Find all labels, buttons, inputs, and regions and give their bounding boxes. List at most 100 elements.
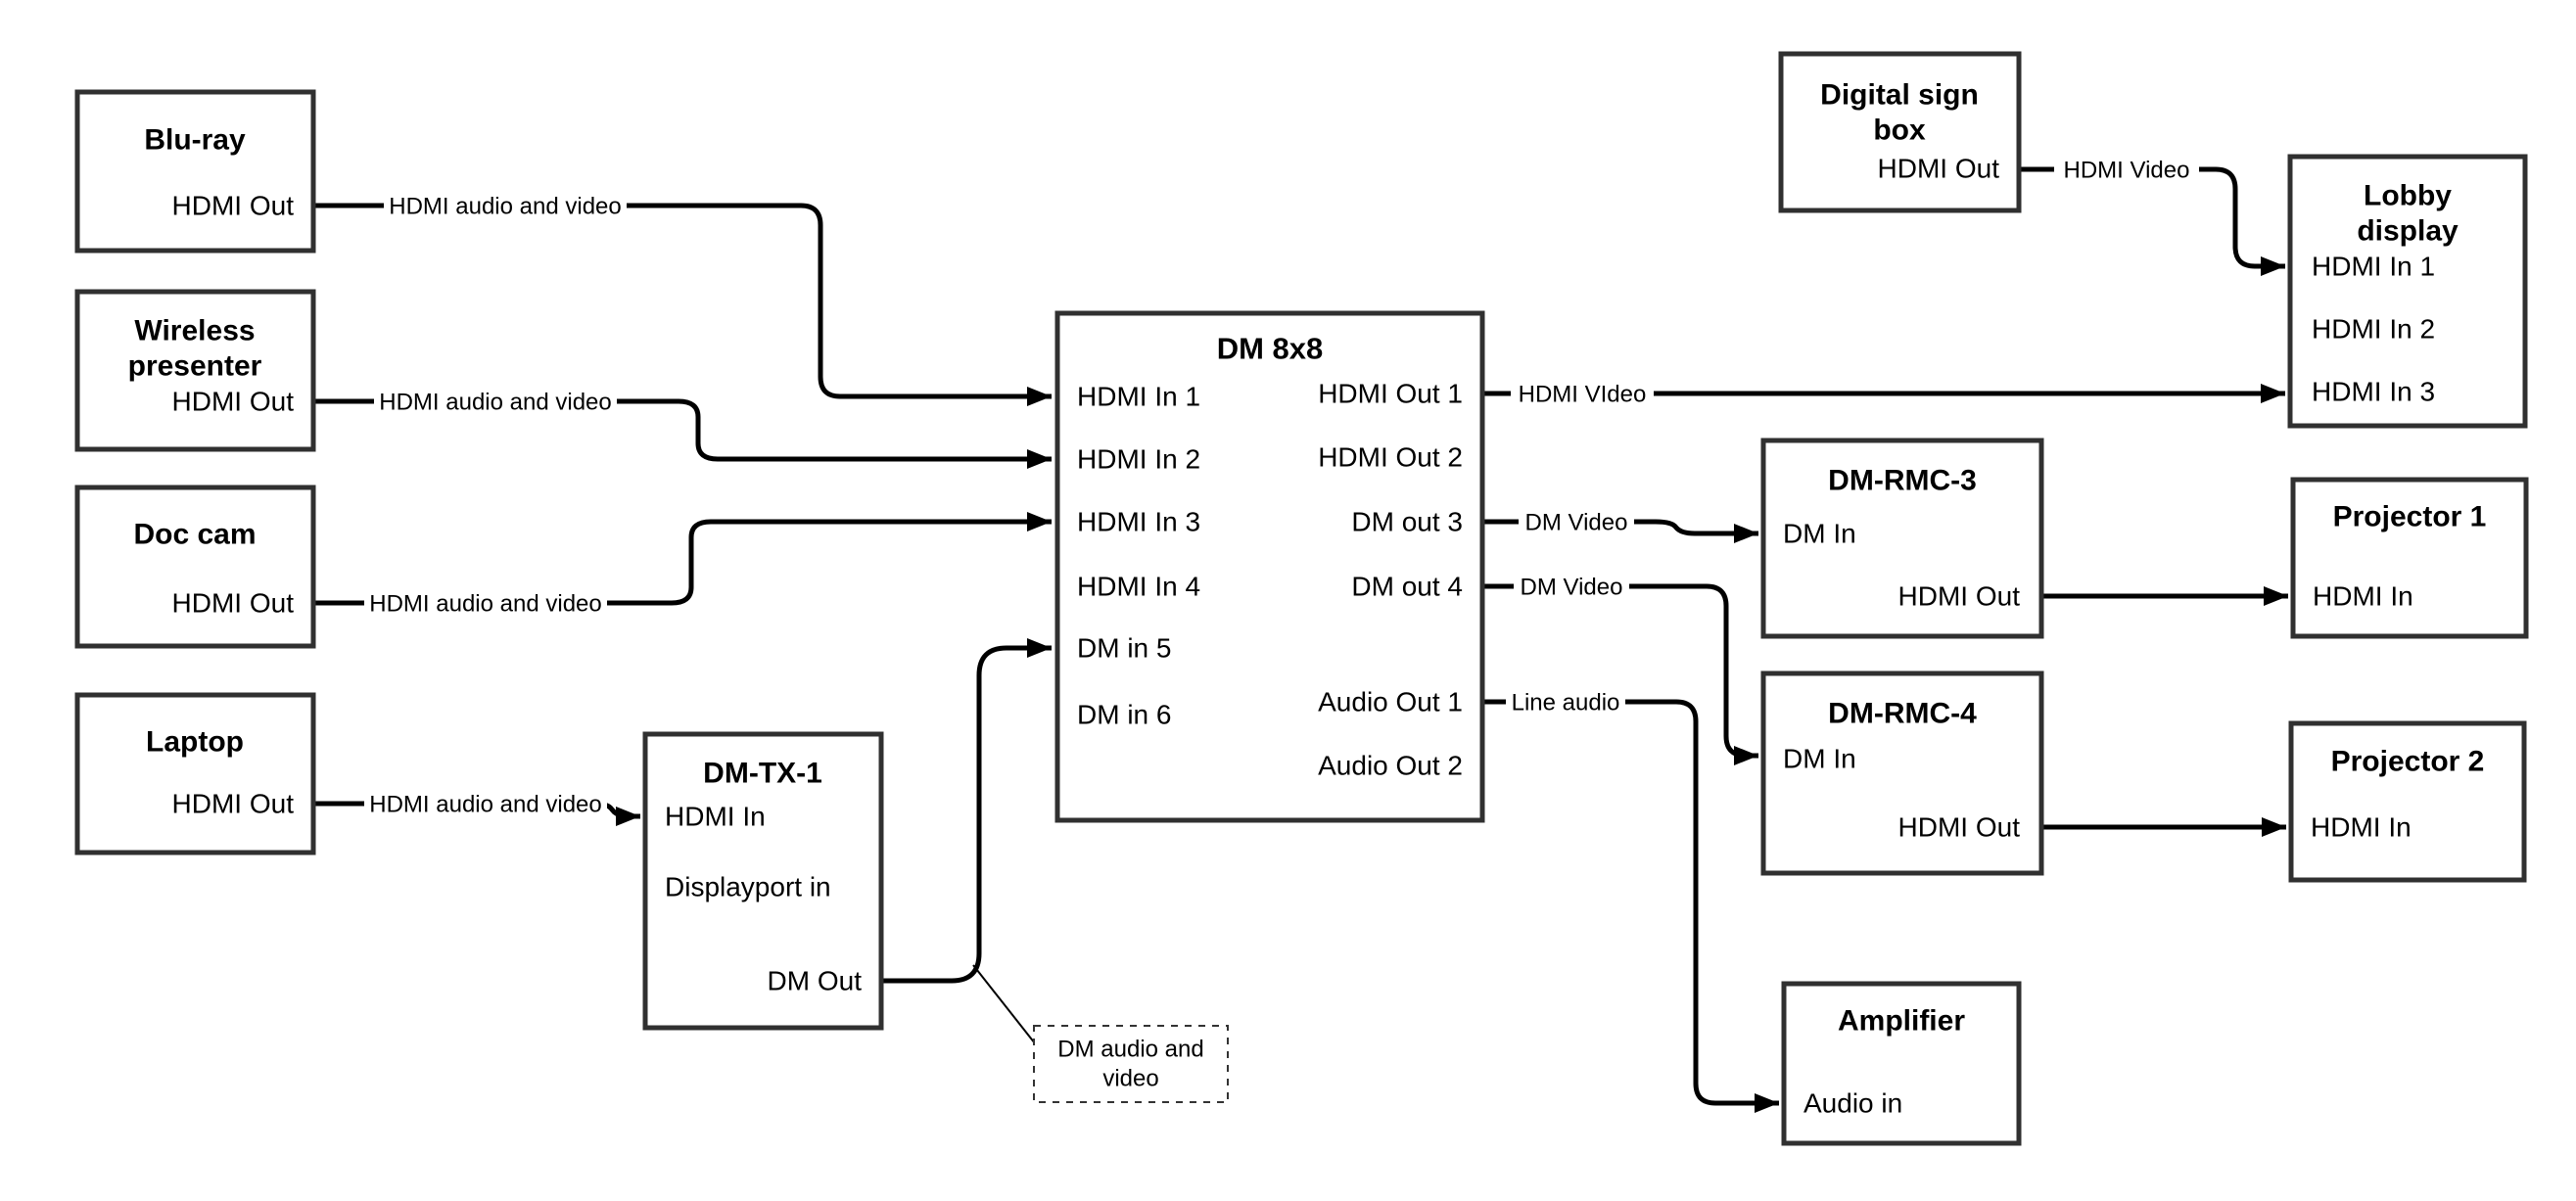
port-hdmi-in-2: HDMI In 2 <box>1077 444 1200 475</box>
node-title-line2: box <box>1873 115 1926 147</box>
port-hdmi-out: HDMI Out <box>1898 581 2021 612</box>
node-dm-8x8-box <box>1054 310 1485 823</box>
edge-label-dm-video-4: DM Video <box>1521 575 1623 601</box>
note-label-line2: video <box>1102 1066 1158 1092</box>
port-hdmi-out: HDMI Out <box>172 191 295 221</box>
node-title-line1: Wireless <box>134 315 255 347</box>
note-dm-audio-video: DM audio and video <box>1033 1025 1229 1103</box>
node-bluray: Blu-ray HDMI Out <box>74 89 316 254</box>
node-title: Doc cam <box>133 519 256 551</box>
node-title: DM-RMC-4 <box>1828 698 1977 730</box>
edge-label-bg <box>384 189 627 222</box>
edge-label-bg <box>1506 685 1625 718</box>
node-wireless-presenter-box <box>74 289 316 452</box>
node-dm-rmc-4-box <box>1760 670 2044 876</box>
port-audio-in: Audio in <box>1803 1088 1902 1119</box>
edge-wireless-to-dm8x8 <box>313 398 1052 469</box>
node-lobby-display-box <box>2287 154 2528 429</box>
node-title: Projector 1 <box>2333 501 2487 533</box>
node-title: DM-TX-1 <box>703 758 822 790</box>
port-dm-out-4: DM out 4 <box>1351 572 1463 602</box>
node-wireless-presenter: Wireless presenter HDMI Out <box>74 289 316 452</box>
edge-label-bg <box>1514 570 1629 603</box>
port-dm-in-6: DM in 6 <box>1077 700 1171 730</box>
note-dm-audio-video-box <box>1033 1025 1229 1103</box>
edge-label-bg <box>2054 153 2199 186</box>
edge-label-laptop: HDMI audio and video <box>369 792 601 818</box>
port-hdmi-in: HDMI In <box>2313 581 2413 612</box>
port-hdmi-in: HDMI In <box>665 802 766 832</box>
node-doc-cam-box <box>74 485 316 649</box>
node-laptop-box <box>74 692 316 855</box>
port-hdmi-out-1: HDMI Out 1 <box>1318 379 1463 409</box>
node-projector-2-box <box>2288 720 2527 883</box>
port-hdmi-out-2: HDMI Out 2 <box>1318 442 1463 473</box>
node-projector-1-box <box>2290 477 2529 639</box>
port-hdmi-out: HDMI Out <box>172 789 295 819</box>
port-dm-in-5: DM in 5 <box>1077 633 1171 664</box>
edge-labels: HDMI audio and video HDMI audio and vide… <box>364 153 2199 820</box>
node-digital-sign-box-box <box>1778 51 2022 213</box>
port-dm-out-3: DM out 3 <box>1351 507 1463 537</box>
edge-bluray-to-dm8x8 <box>313 203 1052 406</box>
node-dm-rmc-3: DM-RMC-3 DM In HDMI Out <box>1760 438 2044 639</box>
node-amplifier: Amplifier Audio in <box>1781 981 2022 1146</box>
port-dm-out: DM Out <box>768 966 863 996</box>
edge-label-doccam: HDMI audio and video <box>369 591 601 618</box>
node-dm-tx-1-box <box>642 731 884 1031</box>
edge-doccam-to-dm8x8 <box>313 512 1052 606</box>
node-title: DM 8x8 <box>1217 332 1324 366</box>
note-callout-line <box>972 964 1036 1044</box>
port-hdmi-in-3: HDMI In 3 <box>2312 377 2435 407</box>
port-dm-in: DM In <box>1783 744 1856 774</box>
port-hdmi-out: HDMI Out <box>1878 154 2000 184</box>
node-title-line2: display <box>2357 215 2459 248</box>
node-title-line1: Lobby <box>2364 180 2452 212</box>
edge-label-hdmi-video-sign: HDMI Video <box>2064 158 2190 184</box>
node-title-line2: presenter <box>128 350 262 383</box>
edge-dm8x8-to-amplifier <box>1482 699 1779 1113</box>
node-title: Amplifier <box>1838 1005 1965 1038</box>
node-title: Blu-ray <box>144 124 246 157</box>
node-title: Laptop <box>146 726 244 759</box>
edge-label-bluray: HDMI audio and video <box>389 194 621 220</box>
port-dm-in: DM In <box>1783 519 1856 549</box>
port-hdmi-in-1: HDMI In 1 <box>2312 252 2435 282</box>
port-hdmi-out: HDMI Out <box>1898 812 2021 843</box>
port-audio-out-1: Audio Out 1 <box>1318 687 1463 717</box>
port-hdmi-out: HDMI Out <box>172 588 295 619</box>
port-hdmi-in-1: HDMI In 1 <box>1077 382 1200 412</box>
edge-label-bg <box>1511 377 1654 410</box>
port-hdmi-in-2: HDMI In 2 <box>2312 314 2435 345</box>
node-digital-sign-box: Digital sign box HDMI Out <box>1778 51 2022 213</box>
node-lobby-display: Lobby display HDMI In 1 HDMI In 2 HDMI I… <box>2287 154 2528 429</box>
node-title-line1: Digital sign <box>1820 79 1979 112</box>
edge-label-bg <box>374 385 617 418</box>
edge-label-hdmi-video-long: HDMI VIdeo <box>1519 382 1647 408</box>
edge-label-line-audio: Line audio <box>1512 690 1620 716</box>
node-bluray-box <box>74 89 316 254</box>
port-displayport-in: Displayport in <box>665 872 831 902</box>
node-projector-2: Projector 2 HDMI In <box>2288 720 2527 883</box>
port-hdmi-in-4: HDMI In 4 <box>1077 572 1200 602</box>
edge-label-bg <box>1519 505 1634 538</box>
port-hdmi-in: HDMI In <box>2311 812 2412 843</box>
edge-dm8x8-to-rmc4 <box>1482 583 1758 765</box>
edge-dmtx1-to-dm8x8 <box>881 638 1052 984</box>
note-label-line1: DM audio and <box>1057 1037 1203 1063</box>
node-title: DM-RMC-3 <box>1828 465 1977 497</box>
node-laptop: Laptop HDMI Out <box>74 692 316 855</box>
edge-label-dm-video-3: DM Video <box>1525 510 1628 536</box>
edge-label-bg <box>364 787 607 820</box>
node-doc-cam: Doc cam HDMI Out <box>74 485 316 649</box>
node-dm-rmc-4: DM-RMC-4 DM In HDMI Out <box>1760 670 2044 876</box>
node-projector-1: Projector 1 HDMI In <box>2290 477 2529 639</box>
edge-dm8x8-to-rmc3 <box>1482 519 1758 543</box>
node-dm-rmc-3-box <box>1760 438 2044 639</box>
port-hdmi-in-3: HDMI In 3 <box>1077 507 1200 537</box>
port-hdmi-out: HDMI Out <box>172 387 295 417</box>
node-dm-8x8: DM 8x8 HDMI In 1 HDMI In 2 HDMI In 3 HDM… <box>1054 310 1485 823</box>
port-audio-out-2: Audio Out 2 <box>1318 751 1463 781</box>
